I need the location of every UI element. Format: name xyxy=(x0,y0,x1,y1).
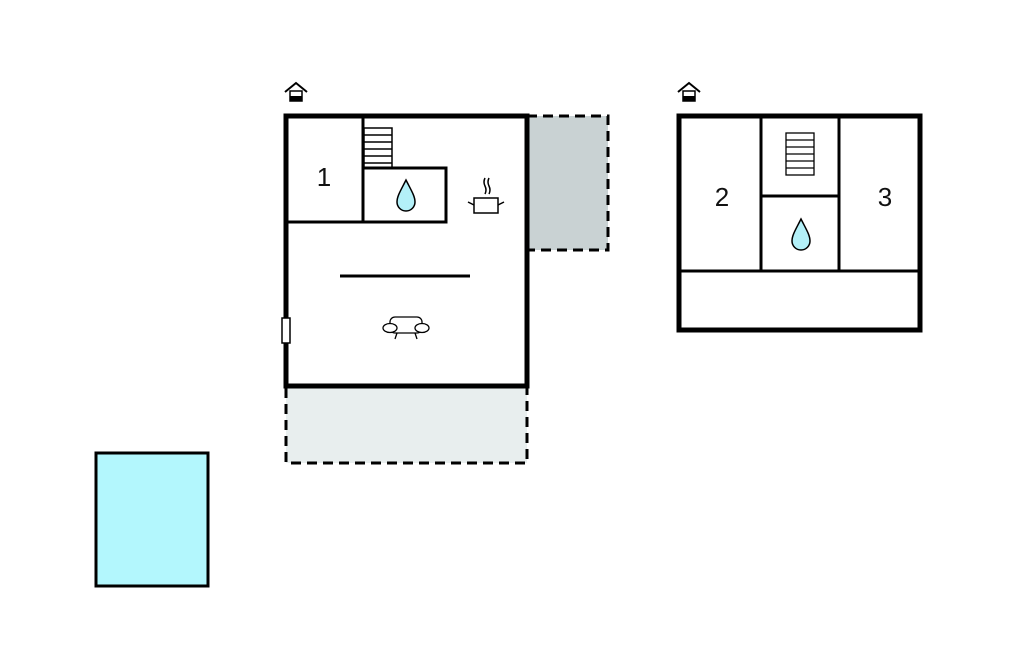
door-icon xyxy=(281,317,291,344)
front-terrace xyxy=(284,384,529,465)
room-label: 2 xyxy=(715,182,729,212)
room-label: 1 xyxy=(317,162,331,192)
ground-floor-plan: 1 xyxy=(281,113,530,389)
room-label: 3 xyxy=(878,182,892,212)
upper-floor-plan: 2 3 xyxy=(676,113,923,333)
entrance-icon xyxy=(677,81,701,102)
bathroom-water-icon xyxy=(396,178,416,212)
sofa-icon xyxy=(382,316,430,340)
entrance-icon xyxy=(284,81,308,102)
side-terrace xyxy=(525,114,610,252)
pool xyxy=(94,451,210,588)
stairs-icon xyxy=(363,127,393,169)
stairs-icon xyxy=(785,132,815,176)
kitchen-pot-icon xyxy=(467,177,505,214)
bathroom xyxy=(361,166,448,224)
bathroom-water-icon xyxy=(791,217,811,251)
